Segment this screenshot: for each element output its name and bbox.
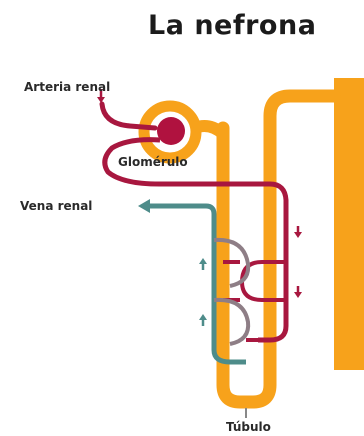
tubule-neck bbox=[194, 126, 223, 134]
teal-up-arrow-icon-2 bbox=[199, 314, 207, 326]
glomerulus bbox=[157, 117, 185, 145]
red-down-arrow-icon-2 bbox=[294, 286, 302, 298]
vein-arrowhead bbox=[138, 199, 150, 213]
collecting-duct bbox=[334, 78, 364, 370]
tubule-label: Túbulo bbox=[226, 420, 271, 434]
artery-label: Arteria renal bbox=[24, 80, 110, 94]
teal-up-arrow-icon-1 bbox=[199, 258, 207, 270]
vein-label: Vena renal bbox=[20, 199, 92, 213]
red-down-arrow-icon-1 bbox=[294, 226, 302, 238]
efferent-arteriole bbox=[105, 140, 286, 340]
glomerulus-label: Glomérulo bbox=[118, 155, 188, 169]
